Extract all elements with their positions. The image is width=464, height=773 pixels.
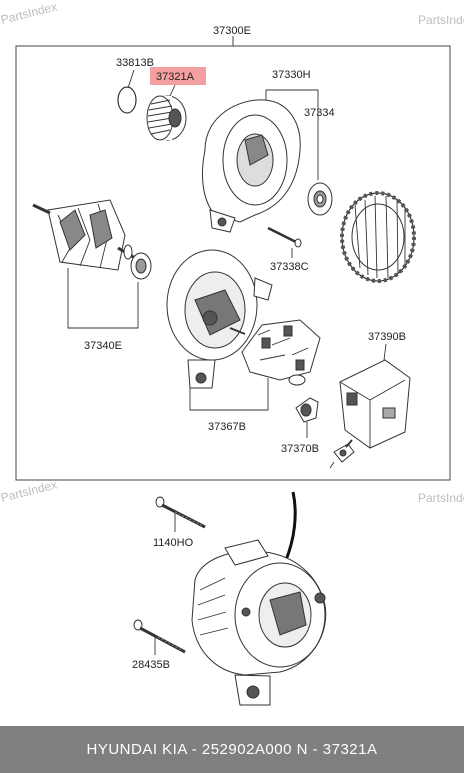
footer-part-numbers: HYUNDAI KIA - 252902A000 N - 37321A: [0, 726, 464, 773]
rear-bracket: [166, 249, 273, 389]
rectifier: [241, 319, 321, 386]
assembly-leader: [284, 491, 297, 561]
mount-bolt-bottom: [133, 619, 186, 654]
label-33813B: 33813B: [116, 57, 154, 69]
alternator-assembly: [191, 539, 327, 706]
pulley: [146, 95, 187, 141]
label-37334: 37334: [304, 107, 335, 119]
stator: [340, 191, 416, 283]
label-37367B: 37367B: [208, 421, 246, 433]
front-bracket: [201, 99, 301, 233]
through-bolt: [267, 226, 302, 248]
label-28435B: 28435B: [132, 659, 170, 671]
terminal-plug: [295, 397, 319, 423]
label-37330H: 37330H: [272, 69, 311, 81]
label-37370B: 37370B: [281, 443, 319, 455]
highlight-box: [150, 67, 206, 85]
label-37300E: 37300E: [213, 25, 251, 37]
label-37321A: 37321A: [156, 71, 195, 83]
watermark-top-left: PartsIndex: [0, 0, 58, 27]
snap-ring: [117, 86, 137, 114]
watermark-mid-left: PartsIndex: [0, 477, 58, 504]
label-37340E: 37340E: [84, 340, 122, 352]
label-1140HO: 1140HO: [153, 537, 194, 549]
label-37338C: 37338C: [270, 261, 309, 273]
watermark-mid-right: PartsIndex: [418, 491, 464, 505]
watermark-top-right: PartsIndex: [418, 13, 464, 27]
rear-bearing: [130, 252, 152, 280]
rotor: [32, 199, 136, 271]
label-37390B: 37390B: [368, 331, 406, 343]
regulator: [339, 359, 411, 449]
front-bearing: [307, 182, 333, 216]
mount-bolt-top: [155, 496, 206, 529]
terminal-bolt: [333, 439, 355, 463]
